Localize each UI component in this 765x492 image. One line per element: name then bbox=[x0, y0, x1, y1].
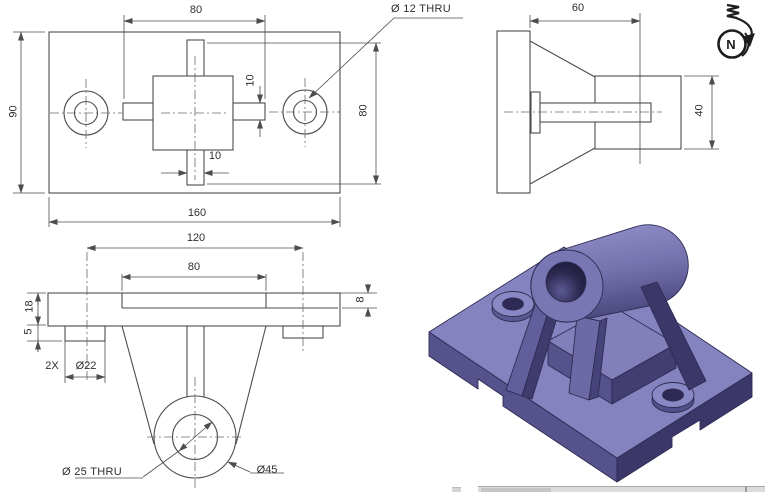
gusset-right-top-view bbox=[232, 102, 266, 121]
iso-3d-model bbox=[428, 224, 753, 483]
hole-thru-note: Ø 12 THRU bbox=[391, 3, 451, 15]
dim-label-plate-width: 160 bbox=[187, 207, 207, 219]
bulb-swoosh bbox=[741, 32, 750, 57]
boss-left-front bbox=[64, 325, 106, 342]
dim-label-boss-dia: Ø22 bbox=[75, 360, 97, 372]
gusset-left-top-view bbox=[122, 102, 154, 121]
cropped-fragment-left bbox=[452, 487, 461, 492]
dim-label-hole-spacing: 120 bbox=[186, 232, 206, 244]
cone-top-edge bbox=[529, 40, 596, 78]
top-view-dimensions bbox=[13, 15, 463, 227]
front-view bbox=[47, 292, 341, 479]
pedestal-right-face bbox=[611, 343, 677, 405]
gusset-right-3d bbox=[640, 281, 707, 391]
top-view bbox=[48, 31, 341, 194]
dim-label-rib-width: 10 bbox=[208, 150, 222, 162]
cropped-fragment-detail bbox=[481, 488, 551, 492]
dim-label-boss-span-top: 80 bbox=[189, 4, 203, 16]
bulb-circle bbox=[717, 29, 747, 59]
rib-side bbox=[539, 102, 652, 123]
cylinder-bore-3d bbox=[545, 261, 587, 303]
logo-letter: N bbox=[726, 37, 735, 52]
dim-label-depth: 60 bbox=[571, 2, 585, 14]
dim-label-hole-qty: 2X bbox=[45, 360, 59, 372]
dim-label-gusset-span: 80 bbox=[187, 261, 201, 273]
dim-label-step-depth: 8 bbox=[354, 296, 367, 303]
cord-squiggle bbox=[726, 3, 740, 20]
rib-side-face bbox=[588, 317, 608, 401]
dim-label-plate-height: 90 bbox=[7, 105, 20, 118]
gusset-left-edge bbox=[121, 325, 155, 445]
boss-left-hole bbox=[502, 297, 524, 311]
dim-label-rib-length: 80 bbox=[357, 104, 370, 117]
cone-bottom-edge bbox=[529, 147, 596, 185]
top-view-centerlines bbox=[50, 56, 341, 180]
cyl-dia-leader bbox=[227, 461, 251, 473]
dim-label-cylinder-dia: Ø45 bbox=[256, 464, 278, 476]
cropped-window-fragment bbox=[478, 486, 765, 492]
bore-thru-note: Ø 25 THRU bbox=[62, 466, 122, 478]
dim-label-boss-height: 5 bbox=[22, 328, 35, 335]
base-right-face bbox=[616, 372, 753, 483]
boss-right-hole bbox=[662, 388, 684, 402]
side-view-dimensions bbox=[529, 13, 719, 164]
gusset-right-edge bbox=[235, 325, 267, 445]
bulb-pennant bbox=[742, 33, 755, 47]
plate-front bbox=[47, 292, 341, 327]
cropped-fragment-separator bbox=[745, 487, 747, 492]
front-view-dimensions bbox=[27, 245, 377, 479]
dim-label-gusset-thickness: 10 bbox=[244, 74, 257, 87]
bore-dia-arrows bbox=[178, 421, 213, 452]
dim-label-cylinder-width: 40 bbox=[693, 104, 706, 117]
lightbulb-logo-icon: N bbox=[717, 3, 755, 59]
hole-note-leader bbox=[308, 17, 463, 99]
rib-foot-side bbox=[530, 91, 541, 134]
